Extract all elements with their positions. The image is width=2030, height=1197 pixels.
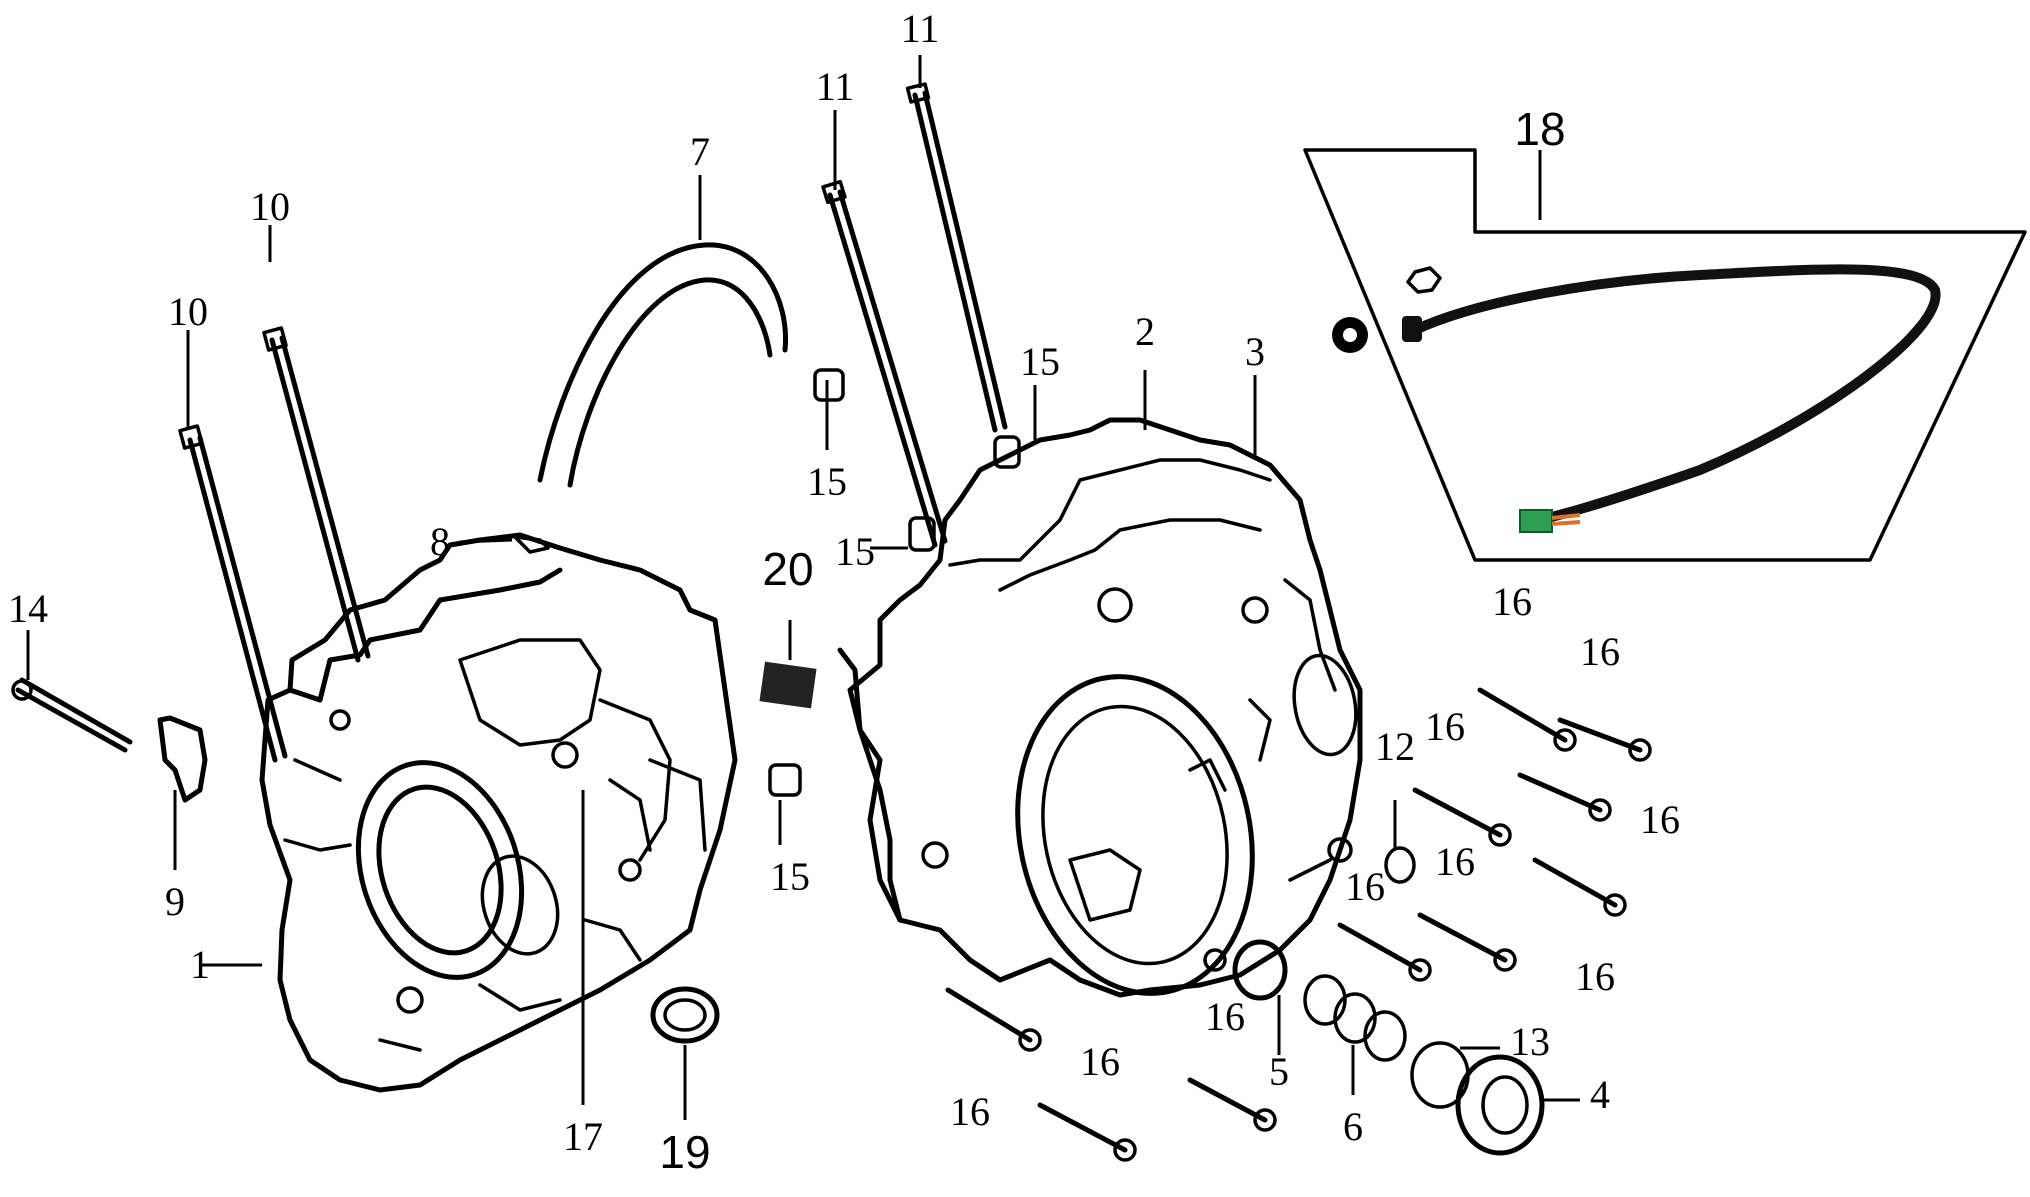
label-16e: 16 — [1435, 839, 1475, 884]
label-16g: 16 — [1492, 579, 1532, 624]
label-15a: 15 — [770, 854, 810, 899]
stud-bolts — [178, 82, 1008, 763]
label-16f: 16 — [1425, 704, 1465, 749]
label-16d: 16 — [1345, 864, 1385, 909]
label-18: 18 — [1514, 103, 1565, 155]
label-11b: 11 — [901, 6, 940, 51]
label-15b: 15 — [807, 459, 847, 504]
label-15c: 15 — [835, 529, 875, 574]
small-parts-left — [11, 535, 550, 803]
label-16b: 16 — [1080, 1039, 1120, 1084]
label-19: 19 — [659, 1126, 710, 1178]
label-3: 3 — [1245, 329, 1265, 374]
label-11a: 11 — [816, 64, 855, 109]
leader-lines — [26, 55, 1580, 1120]
collar-sleeve — [759, 661, 817, 709]
label-7: 7 — [690, 129, 710, 174]
label-20: 20 — [762, 543, 813, 595]
label-13: 13 — [1510, 1019, 1550, 1064]
label-15d: 15 — [1020, 339, 1060, 384]
label-10a: 10 — [250, 184, 290, 229]
label-16j: 16 — [1575, 954, 1615, 999]
breather-hose — [537, 242, 789, 488]
label-8: 8 — [430, 519, 450, 564]
label-16c: 16 — [1205, 994, 1245, 1039]
label-9: 9 — [165, 879, 185, 924]
label-12: 12 — [1375, 724, 1415, 769]
label-16h: 16 — [1580, 629, 1620, 674]
left-crankcase-half — [259, 532, 738, 1093]
label-17: 17 — [563, 1114, 603, 1159]
label-2: 2 — [1135, 309, 1155, 354]
label-16i: 16 — [1640, 797, 1680, 842]
label-14: 14 — [8, 586, 48, 631]
label-4: 4 — [1590, 1072, 1610, 1117]
part-labels: 10 10 7 11 11 8 14 9 1 17 19 20 15 15 15… — [8, 6, 1680, 1178]
needle-bearing — [650, 986, 720, 1044]
label-16a: 16 — [950, 1089, 990, 1134]
small-parts-right — [1232, 846, 1545, 1156]
label-5: 5 — [1269, 1049, 1289, 1094]
label-1: 1 — [190, 942, 210, 987]
label-6: 6 — [1343, 1104, 1363, 1149]
neutral-switch-wire-inset — [1303, 148, 2027, 562]
right-crankcase-half — [837, 417, 1363, 998]
dowel-pins — [768, 368, 1021, 797]
crankcase-bolts — [945, 687, 1652, 1162]
label-10b: 10 — [168, 289, 208, 334]
